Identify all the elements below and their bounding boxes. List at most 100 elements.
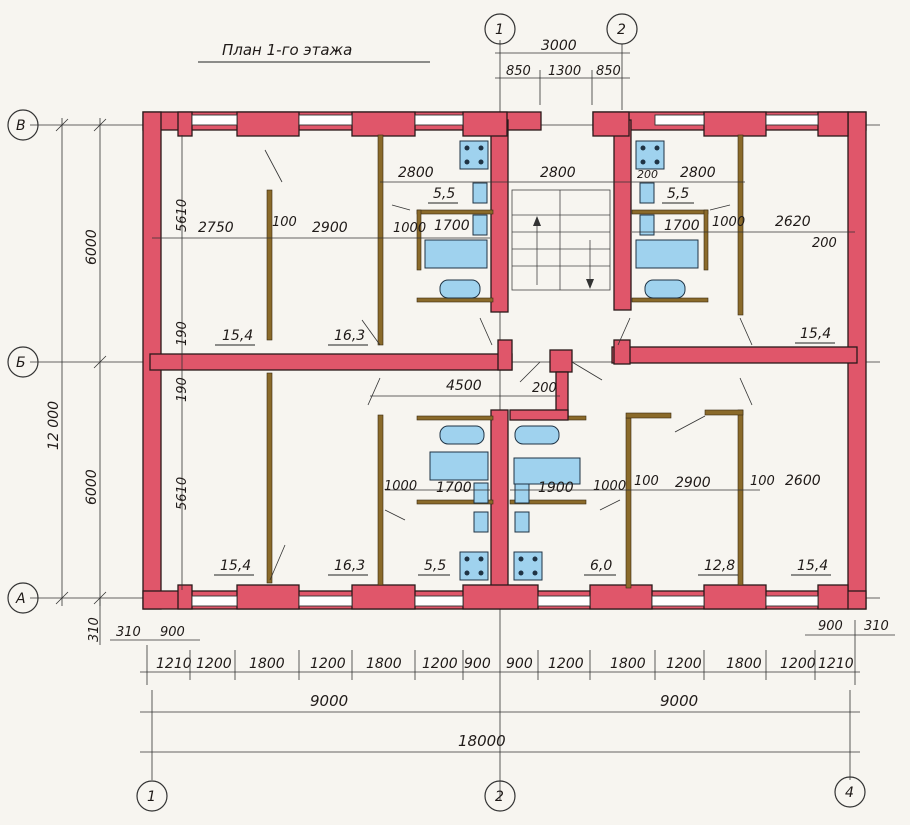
bottom-dim-8: 900	[506, 656, 533, 672]
axis-label-2-bottom: 2	[495, 789, 504, 805]
top-dim-850-right: 850	[596, 64, 621, 79]
vent-duct	[509, 409, 569, 421]
door	[739, 377, 753, 406]
sink-icon	[639, 182, 655, 204]
bottom-dim-row: 1210 1200 1800 1200 1800 1200 900 900 12…	[156, 656, 854, 672]
wall-corridor-right	[611, 346, 858, 364]
dim-1900: 1900	[538, 480, 574, 496]
window	[191, 114, 238, 126]
left-dim-lower: 6000	[84, 469, 100, 505]
dim-190-upper: 190	[175, 321, 190, 346]
window	[537, 595, 591, 607]
partition	[625, 417, 632, 589]
partition	[737, 409, 744, 586]
wall-corridor-left	[149, 353, 513, 371]
wall-stair-left	[490, 119, 509, 313]
partition	[509, 499, 587, 505]
partition	[703, 209, 709, 271]
bottom-dim-6: 1200	[422, 656, 458, 672]
dim-1700-upper-right: 1700	[664, 218, 700, 234]
wall-spine-stub	[497, 339, 513, 371]
axis-bubble-1-top	[484, 13, 516, 45]
door	[264, 149, 283, 183]
dim-100-lower-a: 100	[634, 474, 659, 489]
dim-2800-left: 2800	[398, 165, 434, 181]
dim-4500: 4500	[446, 378, 482, 394]
stair-arrow-up-head	[533, 216, 541, 226]
burner	[478, 145, 484, 151]
area-lower-right: 15,4	[797, 558, 828, 574]
bottom-dim-900-right: 900	[818, 619, 843, 634]
burner	[464, 159, 470, 165]
window	[414, 595, 464, 607]
area-lower-mid: 16,3	[334, 558, 365, 574]
pier	[462, 584, 539, 610]
axis-bubble-4-bottom	[834, 776, 866, 808]
bottom-dim-10: 1800	[610, 656, 646, 672]
bottom-dim-310-left: 310	[116, 625, 141, 640]
axis-label-4-bottom: 4	[845, 785, 854, 801]
area-upper-mid: 16,3	[334, 328, 365, 344]
area-lower-right-mid: 12,8	[704, 558, 735, 574]
bottom-row-ticks	[146, 620, 856, 685]
burner	[464, 556, 470, 562]
burner	[532, 570, 538, 576]
staircase	[511, 189, 611, 291]
top-dim-total: 3000	[541, 38, 577, 54]
bottom-dim-11: 1200	[666, 656, 702, 672]
axis-label-v: В	[16, 118, 26, 134]
partition	[631, 297, 709, 303]
inner-dim-lines	[152, 135, 855, 590]
top-dim-1300: 1300	[548, 64, 581, 79]
doors	[264, 149, 753, 581]
window	[414, 114, 464, 126]
tick	[93, 355, 107, 369]
dim-1000-lower-left: 1000	[384, 479, 417, 494]
left-dim-upper: 6000	[84, 229, 100, 265]
door	[617, 317, 631, 346]
axis-bubble-v	[7, 109, 39, 141]
stove-icon	[459, 551, 489, 581]
toilet-icon	[514, 425, 560, 445]
pier	[703, 584, 767, 610]
burner	[478, 556, 484, 562]
door	[367, 377, 381, 406]
sink-icon	[473, 511, 489, 533]
burner	[464, 145, 470, 151]
door	[479, 317, 493, 346]
room-areas: 15,4 16,3 5,5 5,5 15,4 15,4 16,3 5,5 6,0…	[214, 186, 835, 576]
stove-icon	[513, 551, 543, 581]
window	[298, 114, 353, 126]
tick	[55, 591, 69, 605]
axis-bubble-2-bottom	[484, 780, 516, 812]
dim-2600: 2600	[785, 473, 821, 489]
partition	[416, 209, 494, 215]
bottom-dim-1: 1210	[156, 656, 192, 672]
door	[599, 499, 621, 511]
stove-icon	[635, 140, 665, 170]
burner	[654, 145, 660, 151]
partition	[625, 412, 672, 419]
bottom-dim-3: 1800	[249, 656, 285, 672]
door	[269, 544, 286, 581]
pier	[236, 584, 300, 610]
burner	[518, 570, 524, 576]
wall-stair-right	[613, 119, 632, 311]
stove-icon	[459, 140, 489, 170]
axis-bubble-1-bottom	[136, 780, 168, 812]
pier	[462, 111, 508, 137]
dim-1700-lower: 1700	[436, 480, 472, 496]
dim-200-right: 200	[812, 236, 837, 251]
burner	[478, 159, 484, 165]
left-dim-total: 12 000	[46, 401, 62, 450]
sink-icon	[639, 214, 655, 236]
windows	[191, 114, 819, 607]
area-upper-right: 15,4	[800, 326, 831, 342]
partition	[416, 297, 494, 303]
partition	[377, 414, 384, 586]
axis-label-1-bottom: 1	[147, 789, 156, 805]
toilet-icon	[439, 279, 481, 299]
dim-2800-right: 2800	[680, 165, 716, 181]
dim-100-upper: 100	[272, 215, 297, 230]
